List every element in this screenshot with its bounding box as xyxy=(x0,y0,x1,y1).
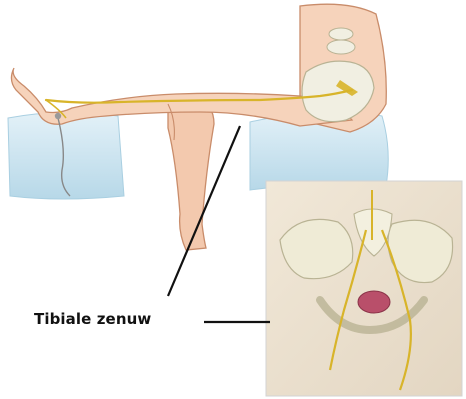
tibial-nerve-label: Tibiale zenuw xyxy=(34,310,151,328)
electrode-pad xyxy=(55,113,61,119)
cushion-under-foot xyxy=(8,112,124,199)
lumbar-vertebra xyxy=(329,28,353,40)
pelvis-detail-inset xyxy=(266,181,462,396)
bent-lower-leg xyxy=(168,95,214,250)
lumbar-vertebra xyxy=(327,40,355,54)
inset-bladder xyxy=(358,291,390,313)
